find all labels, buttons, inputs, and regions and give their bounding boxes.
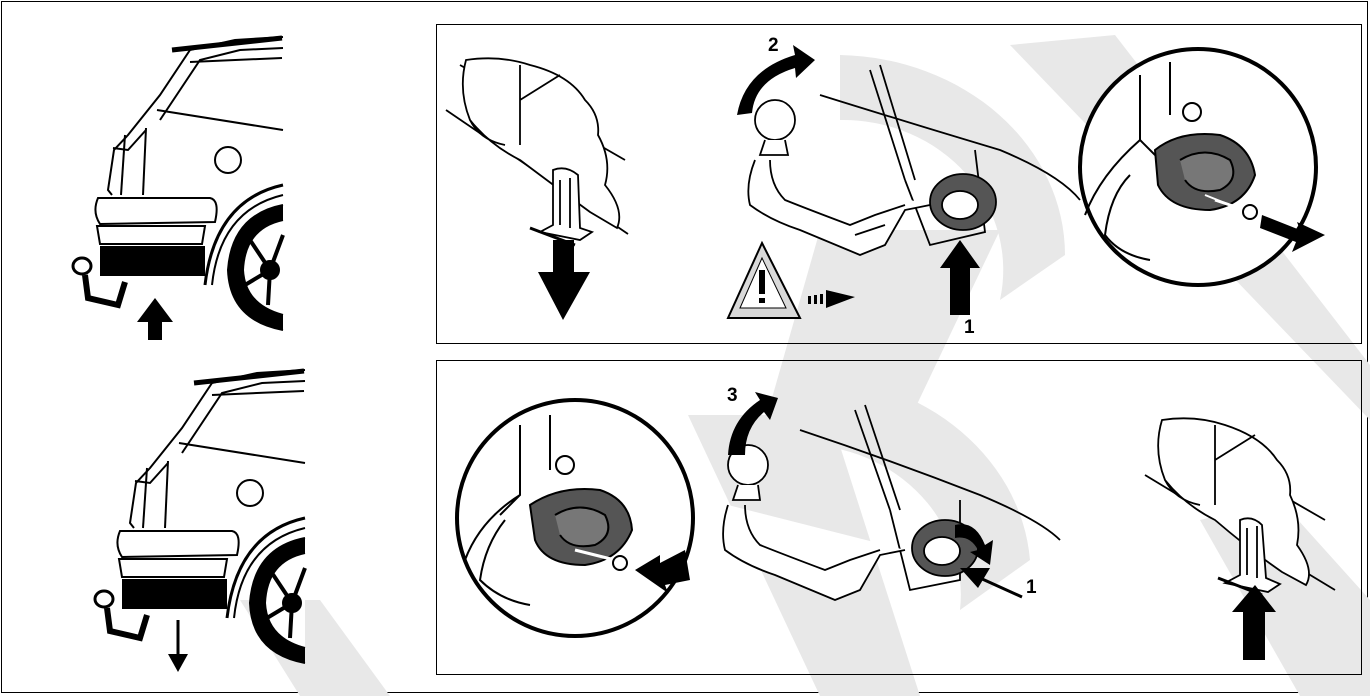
step-panel-remove: [436, 24, 1362, 344]
step-number-turn: 2: [768, 36, 779, 55]
step-number-push: 1: [1026, 578, 1037, 597]
step-number-push: 1: [964, 318, 975, 337]
car-rear-bottom: [95, 370, 305, 663]
arrow-down-icon: [168, 620, 188, 672]
step-panel-install: [436, 360, 1362, 675]
arrow-up-icon: [137, 298, 173, 340]
step-number-turn: 3: [727, 386, 738, 405]
step-number-rotate: 2: [934, 539, 945, 558]
car-rear-top: [73, 37, 283, 330]
